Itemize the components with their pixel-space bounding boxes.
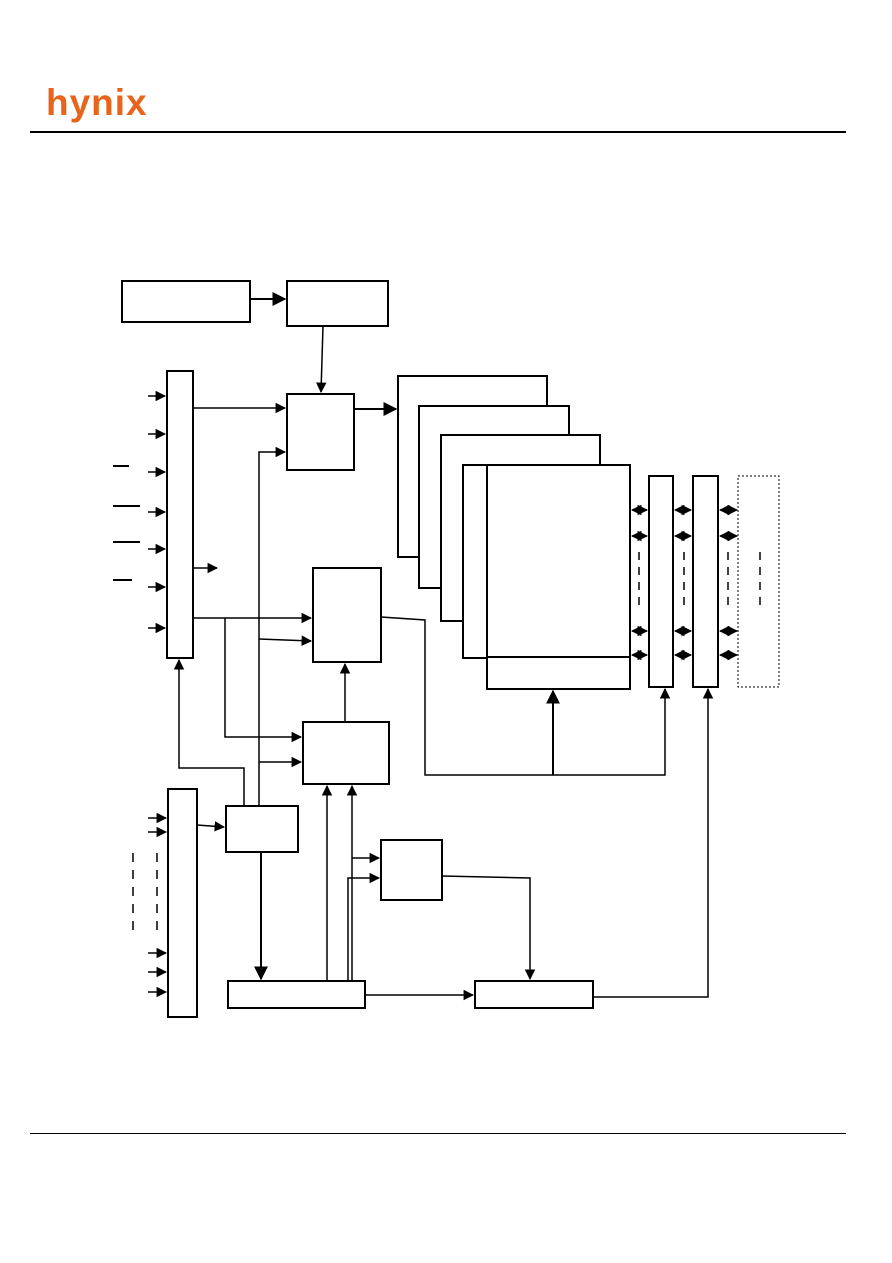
logo-text: hynix	[46, 82, 148, 123]
top-right-block	[286, 280, 389, 327]
hynix-logo: hynix	[46, 84, 148, 121]
bottom-bar-left	[227, 980, 366, 1009]
top-left-block	[121, 280, 251, 323]
control-block-low	[302, 721, 390, 785]
control-block-right	[380, 839, 443, 901]
io-register-1	[648, 475, 674, 688]
input-register-bottom	[167, 788, 198, 1018]
page-header: hynix	[0, 0, 892, 140]
memory-bank-5	[486, 464, 631, 690]
bottom-bar-right	[474, 980, 594, 1009]
address-block	[286, 393, 355, 471]
footer-rule	[30, 1133, 846, 1134]
io-register-2	[692, 475, 719, 688]
io-pins-dotted	[737, 475, 780, 688]
header-rule	[30, 131, 846, 133]
input-register-top	[166, 370, 194, 659]
control-block-mid	[312, 567, 382, 663]
control-block-small	[225, 805, 299, 853]
